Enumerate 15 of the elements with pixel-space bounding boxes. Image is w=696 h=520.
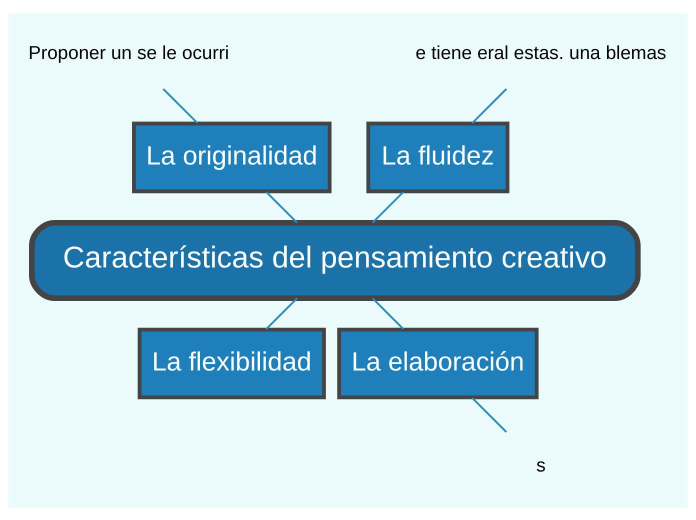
node-box: La elaboración xyxy=(337,327,539,399)
node-text: Proponer un se le ocurri xyxy=(28,42,230,63)
node-box: Características del pensamiento creativo xyxy=(29,220,641,300)
node-text: s xyxy=(536,454,546,475)
node-box: La originalidad xyxy=(132,121,332,193)
node-box: La flexibilidad xyxy=(138,327,326,399)
connector xyxy=(472,88,508,124)
node-box: La fluidez xyxy=(366,121,510,193)
node-text: e tiene eral estas. una blemas xyxy=(416,42,666,63)
connector xyxy=(372,190,404,223)
connector xyxy=(265,297,298,330)
connector xyxy=(265,190,298,223)
connector xyxy=(372,297,404,330)
connector xyxy=(162,88,198,124)
connector xyxy=(472,396,508,432)
